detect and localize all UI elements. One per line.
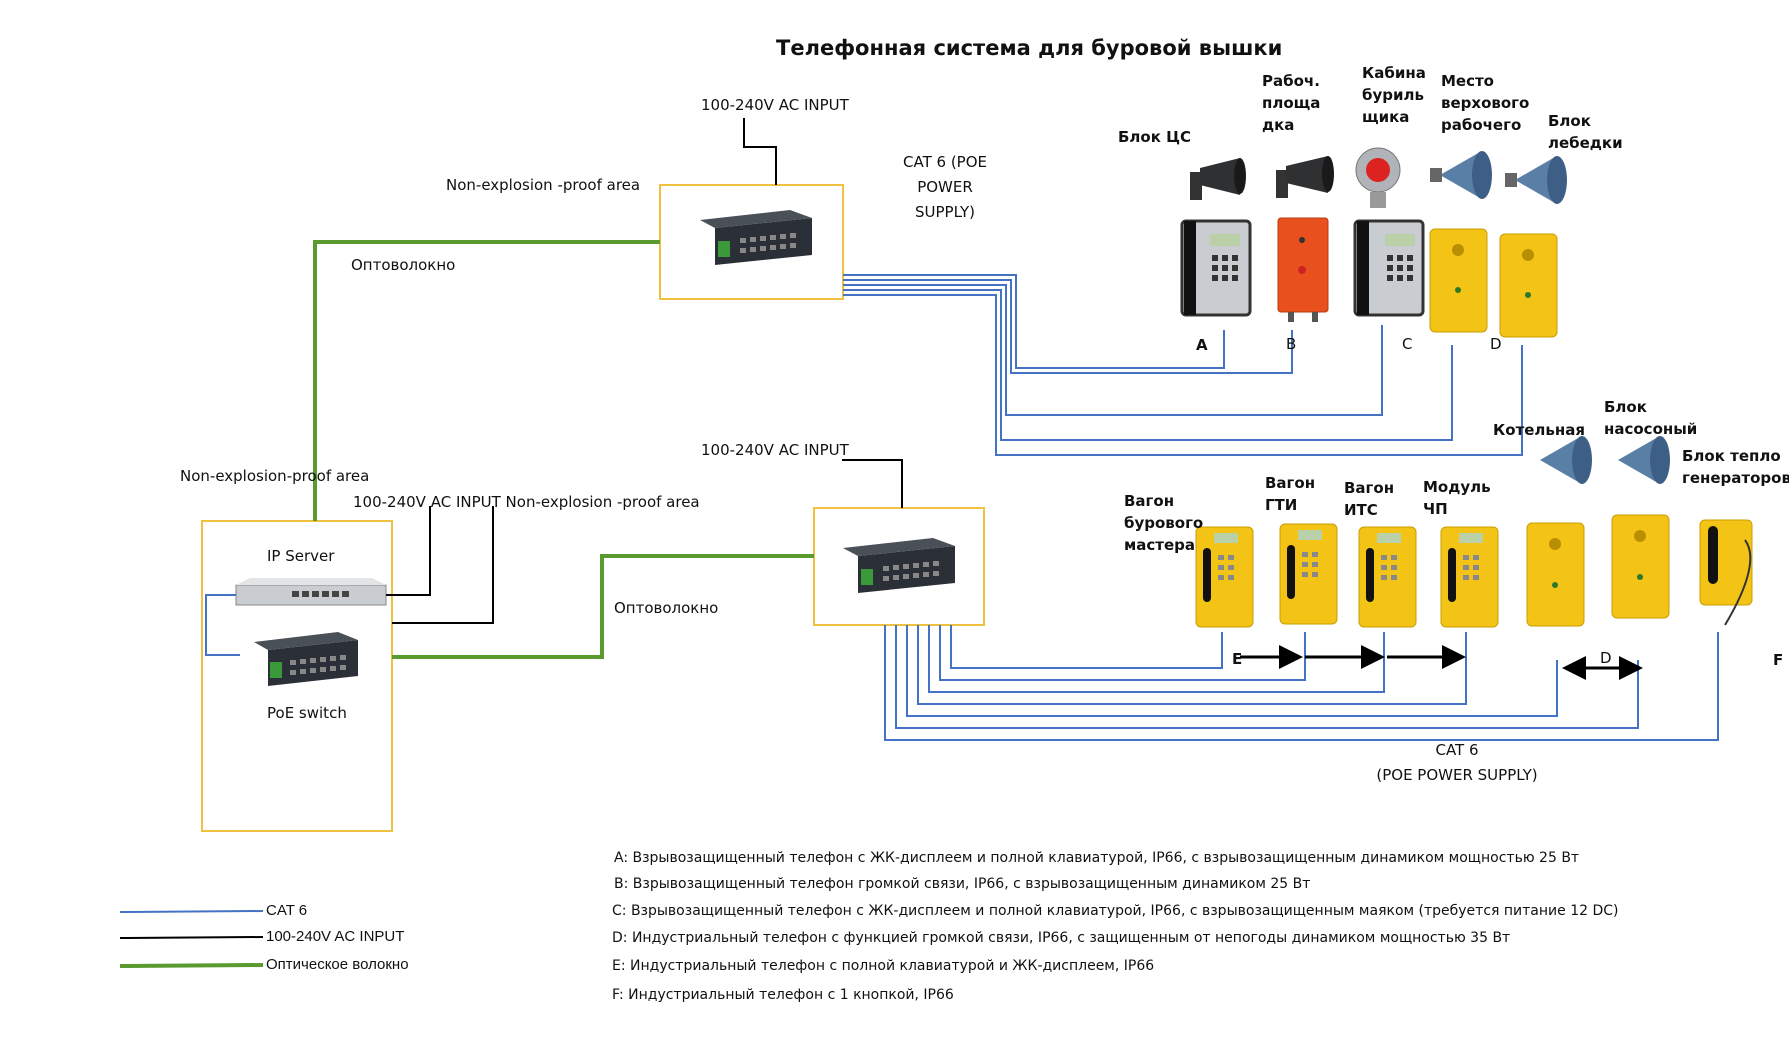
phone-f-icon (1699, 519, 1753, 626)
phone-e-icon (1279, 523, 1338, 625)
legend-label-cat6: CAT 6 (266, 902, 308, 919)
legend-line-fiber (119, 963, 264, 968)
phone-e-icon (1440, 526, 1499, 628)
poe-switch-icon (254, 632, 358, 686)
legend-line-power (119, 936, 264, 939)
fiber-label-top: Оптоволокно (351, 256, 456, 274)
weatherproof-speaker-icon (1618, 436, 1670, 484)
legend-line-cat6 (119, 910, 264, 913)
device-letter-d-bottom: D (1600, 649, 1612, 667)
device-letter-c: C (1402, 335, 1413, 353)
phone-e-icon (1358, 526, 1417, 628)
definition-a: A: Взрывозащищенный телефон с ЖК-дисплее… (614, 850, 1580, 866)
phone-e-icon (1195, 526, 1254, 628)
cat6-bundle-top (843, 274, 1523, 456)
power-input-label-left: 100-240V AC INPUT Non-explosion -proof a… (353, 493, 700, 511)
location-label-cs: Блок ЦС (1118, 128, 1192, 146)
phone-c-icon (1353, 219, 1425, 317)
cat6-bottom-line: CAT 6 (1435, 741, 1479, 759)
poe-switch-label: PoE switch (267, 704, 347, 722)
weatherproof-speaker-icon (1505, 156, 1567, 204)
top-switch-icon (700, 210, 812, 265)
page-title: Телефонная система для буровой вышки (776, 36, 1283, 60)
definition-f: F: Индустриальный телефон с 1 кнопкой, I… (612, 987, 954, 1003)
location-label-top: Место верхового рабочего (1441, 72, 1530, 134)
phone-b-icon (1277, 217, 1329, 322)
power-line-top (743, 118, 777, 185)
location-label-its: Вагон ИТС (1344, 479, 1395, 519)
device-letter-a: A (1196, 336, 1208, 354)
cat6-top-line: SUPPLY) (915, 203, 975, 221)
device-letter-b: B (1286, 335, 1297, 353)
phone-d-icon (1429, 228, 1488, 333)
cat6-top-line: POWER (917, 178, 973, 196)
phone-a-icon (1180, 219, 1252, 317)
cat6-bundle-bottom (884, 625, 1719, 741)
device-letter-e: E (1232, 650, 1243, 668)
fiber-line-bottom (392, 554, 814, 659)
server-frame (201, 520, 393, 832)
legend-label-fiber: Оптическое волокно (266, 956, 409, 973)
location-label-heat: Блок тепло генераторов (1682, 447, 1789, 487)
horn-speaker-icon (1276, 156, 1334, 198)
cat6-top-label: CAT 6 (POE POWER SUPPLY) (880, 150, 1010, 225)
horn-speaker-icon (1190, 158, 1246, 200)
legend-label-power: 100-240V AC INPUT (266, 928, 405, 945)
location-label-winch: Блок лебедки (1548, 112, 1623, 152)
device-letter-f: F (1773, 651, 1784, 669)
definition-e: E: Индустриальный телефон с полной клави… (612, 958, 1155, 974)
cat6-top-line: CAT 6 (POE (903, 153, 987, 171)
power-line-mid (842, 459, 903, 508)
location-label-boiler: Котельная (1493, 421, 1586, 439)
weatherproof-speaker-icon (1540, 436, 1592, 484)
device-letter-d: D (1490, 335, 1502, 353)
phone-d-icon (1611, 514, 1670, 619)
cat6-bottom-label: CAT 6 (POE POWER SUPPLY) (1352, 738, 1562, 788)
power-line-server (386, 506, 431, 596)
location-label-pump: Блок насосоный (1604, 398, 1698, 438)
power-line-poe (392, 506, 494, 624)
definition-d: D: Индустриальный телефон с функцией гро… (612, 930, 1511, 946)
location-label-gti: Вагон ГТИ (1265, 474, 1316, 514)
location-label-work: Рабоч. площа дка (1262, 72, 1321, 134)
daisy-chain-arrows (1240, 645, 1643, 680)
location-label-chp: Модуль ЧП (1423, 478, 1491, 518)
cat6-bottom-line: (POE POWER SUPPLY) (1376, 766, 1538, 784)
mid-switch-frame (813, 507, 985, 626)
definition-c: C: Взрывозащищенный телефон с ЖК-дисплее… (612, 903, 1619, 919)
ip-server-icon (235, 578, 387, 606)
power-input-label-middle: 100-240V AC INPUT (701, 441, 849, 459)
area-label-top: Non-explosion -proof area (446, 176, 641, 194)
area-label-server: Non-explosion-proof area (180, 467, 370, 485)
beacon-icon (1355, 147, 1401, 208)
phone-d-icon (1499, 233, 1558, 338)
ip-server-label: IP Server (267, 547, 335, 565)
phone-d-icon (1526, 522, 1585, 627)
fiber-line-top (313, 240, 660, 521)
power-input-label-top: 100-240V AC INPUT (701, 96, 849, 114)
mid-switch-icon (843, 538, 955, 593)
server-link (205, 594, 240, 656)
definition-b: B: Взрывозащищенный телефон громкой связ… (614, 876, 1311, 892)
location-label-cabin: Кабина буриль щика (1362, 64, 1426, 126)
fiber-label-bottom: Оптоволокно (614, 599, 719, 617)
location-label-master: Вагон бурового мастера (1124, 492, 1204, 554)
weatherproof-speaker-icon (1430, 151, 1492, 199)
